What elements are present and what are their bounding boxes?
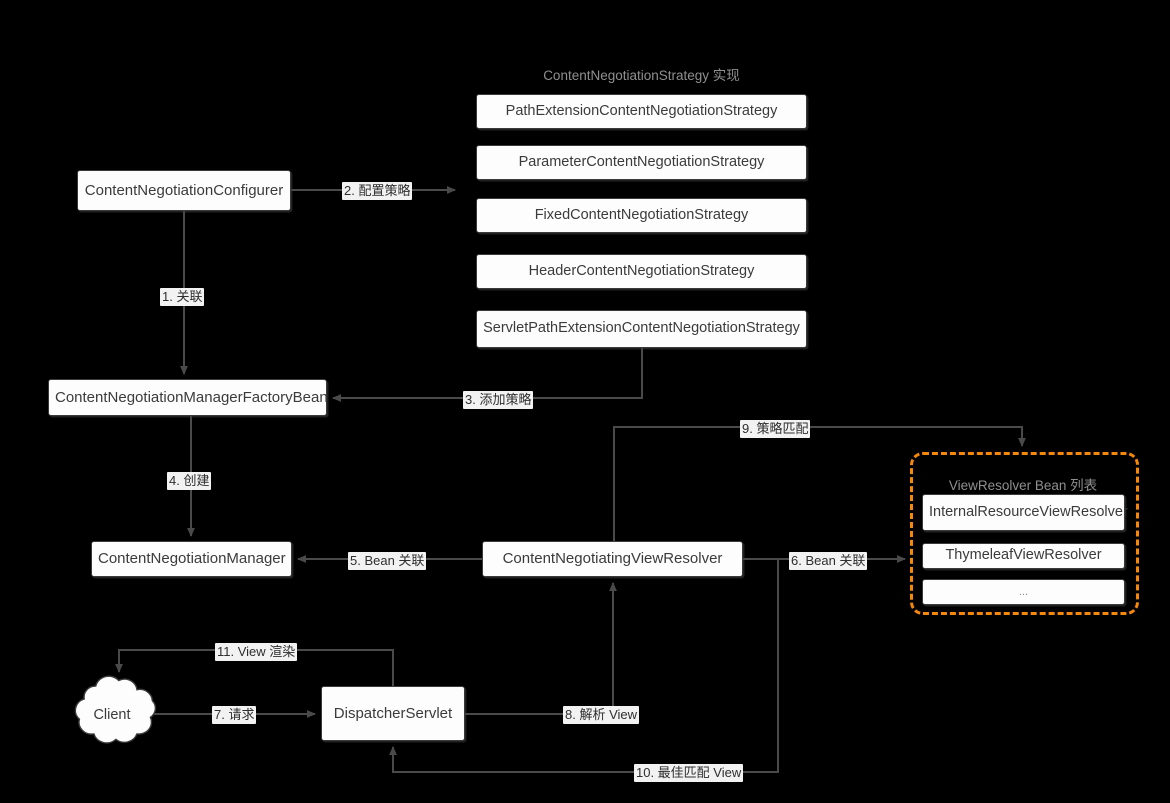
edge-8-path <box>465 582 617 715</box>
edge-label-7: 7. 请求 <box>212 706 257 724</box>
edge-label-5: 5. Bean 关联 <box>348 552 427 570</box>
edge-label-2: 2. 配置策略 <box>342 182 413 200</box>
node-label: HeaderContentNegotiationStrategy <box>528 262 755 279</box>
node-label: ContentNegotiationManagerFactoryBean <box>55 388 328 406</box>
node-label: FixedContentNegotiationStrategy <box>534 206 749 223</box>
node-fixed-strategy[interactable]: FixedContentNegotiationStrategy <box>476 198 807 233</box>
node-dispatcher-servlet[interactable]: DispatcherServlet <box>321 686 465 741</box>
node-view-resolver-more[interactable]: ... <box>922 579 1125 605</box>
edge-9-path <box>613 426 1026 541</box>
node-servlet-path-extension-strategy[interactable]: ServletPathExtensionContentNegotiationSt… <box>476 310 807 348</box>
cloud-icon <box>74 675 157 744</box>
group-title-view-resolver-bean-list: ViewResolver Bean 列表 <box>948 478 1098 493</box>
edge-label-10: 10. 最佳匹配 View <box>634 764 744 782</box>
edge-3-path <box>332 345 643 402</box>
group-view-resolver-bean-list <box>910 452 1139 615</box>
node-parameter-strategy[interactable]: ParameterContentNegotiationStrategy <box>476 145 807 180</box>
node-label: ContentNegotiationManager <box>98 550 286 568</box>
node-label: InternalResourceViewResolver <box>929 503 1128 520</box>
node-label: ... <box>1018 585 1029 598</box>
edge-label-9: 9. 策略匹配 <box>740 420 811 438</box>
edge-label-8: 8. 解析 View <box>563 706 640 724</box>
group-title-strategies: ContentNegotiationStrategy 实现 <box>543 68 740 83</box>
edge-label-6: 6. Bean 关联 <box>789 552 868 570</box>
node-label: ServletPathExtensionContentNegotiationSt… <box>483 320 800 337</box>
node-label: ContentNegotiationConfigurer <box>84 181 284 199</box>
edge-label-1: 1. 关联 <box>160 288 205 306</box>
edge-label-3: 3. 添加策略 <box>463 391 534 409</box>
edge-label-4: 4. 创建 <box>167 472 212 490</box>
node-content-negotiation-configurer[interactable]: ContentNegotiationConfigurer <box>77 170 291 211</box>
node-label: PathExtensionContentNegotiationStrategy <box>505 102 778 119</box>
node-label: ContentNegotiatingViewResolver <box>502 550 723 568</box>
node-thymeleaf-view-resolver[interactable]: ThymeleafViewResolver <box>922 543 1125 569</box>
node-content-negotiation-manager[interactable]: ContentNegotiationManager <box>91 541 292 577</box>
node-internal-resource-view-resolver[interactable]: InternalResourceViewResolver <box>922 494 1128 531</box>
edge-label-11: 11. View 渲染 <box>215 643 298 661</box>
node-label: ParameterContentNegotiationStrategy <box>518 153 765 170</box>
node-label: ThymeleafViewResolver <box>945 547 1102 564</box>
edge-10-path <box>389 559 779 773</box>
node-header-strategy[interactable]: HeaderContentNegotiationStrategy <box>476 254 807 289</box>
client-label: Client <box>93 707 131 723</box>
node-content-negotiation-manager-factory-bean[interactable]: ContentNegotiationManagerFactoryBean <box>48 379 328 416</box>
node-label: DispatcherServlet <box>333 704 453 722</box>
node-path-extension-strategy[interactable]: PathExtensionContentNegotiationStrategy <box>476 94 807 129</box>
node-content-negotiating-view-resolver[interactable]: ContentNegotiatingViewResolver <box>482 541 743 577</box>
node-client-cloud[interactable]: Client <box>64 672 160 758</box>
